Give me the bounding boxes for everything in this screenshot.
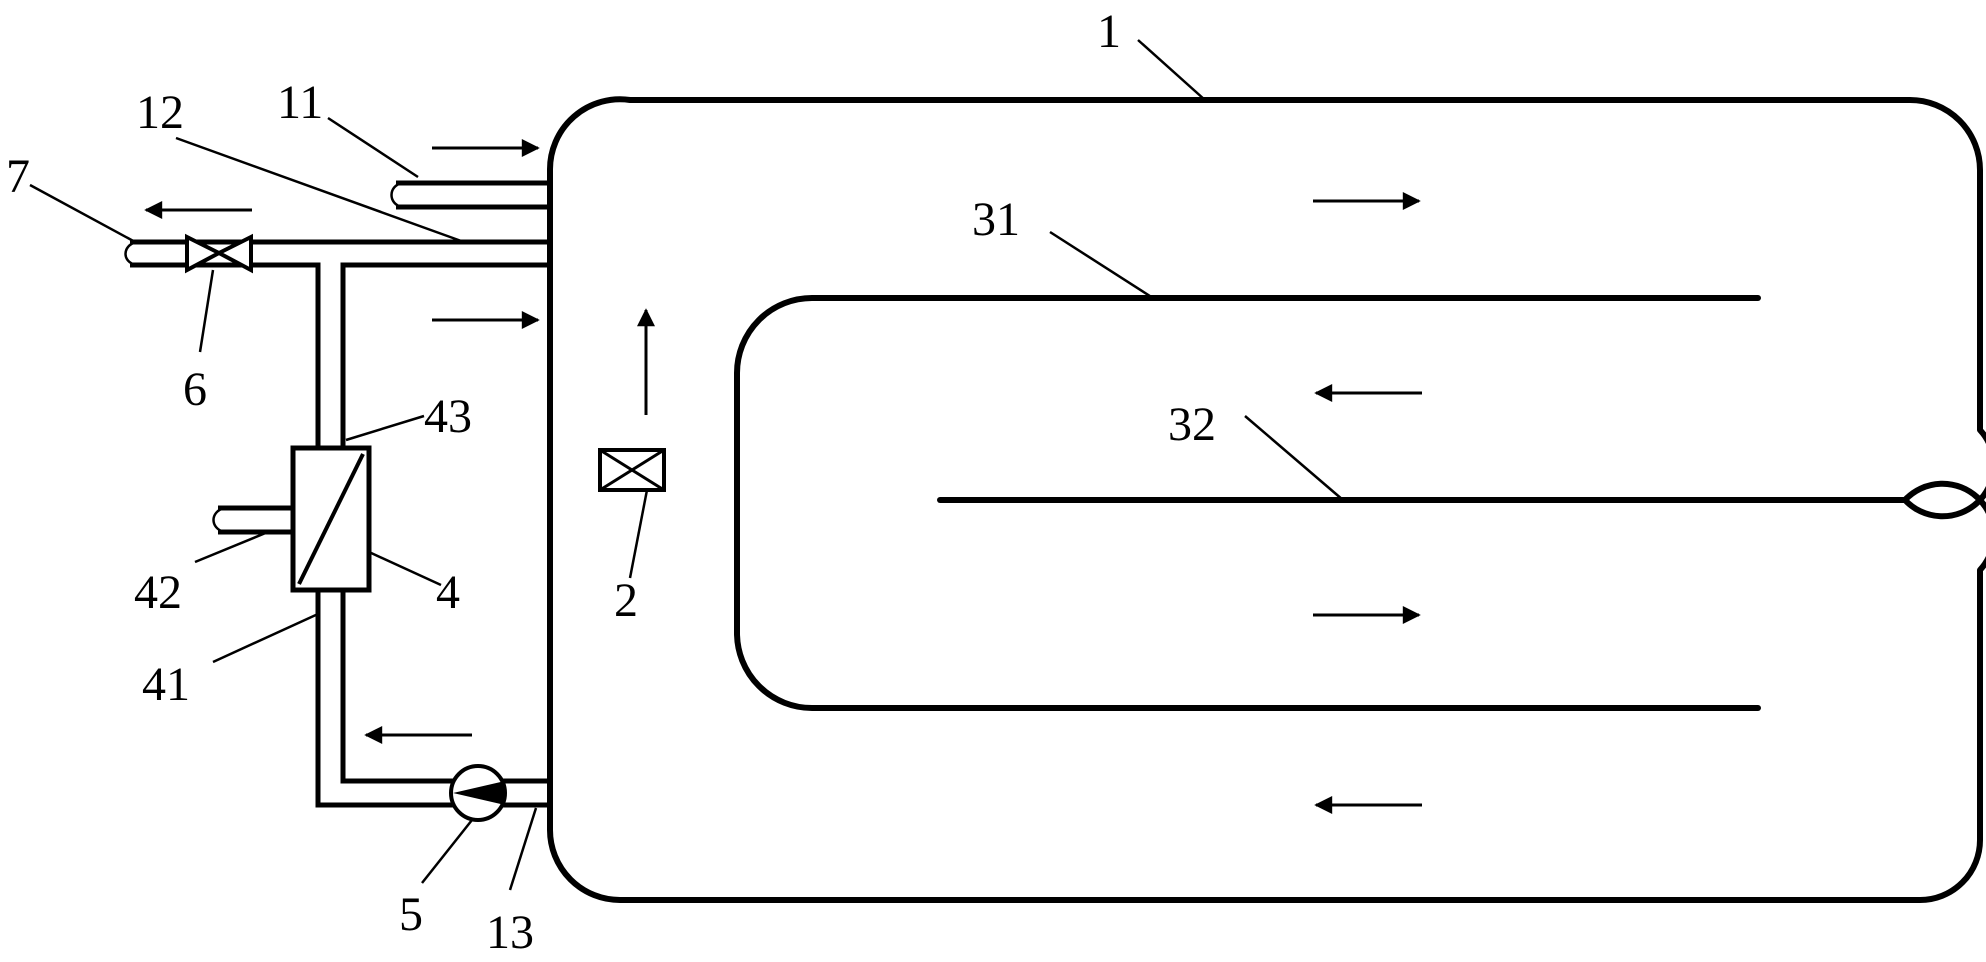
pipe-43 — [315, 440, 346, 448]
label-42: 42 — [134, 566, 182, 619]
tank-outline — [546, 96, 1986, 903]
pipe-42-end — [212, 506, 225, 534]
label-31: 31 — [972, 193, 1020, 246]
pipe-11 — [396, 180, 548, 210]
pump-5[interactable] — [449, 764, 507, 822]
valve-6[interactable] — [185, 233, 253, 274]
label-5: 5 — [399, 888, 423, 941]
pipe-11-end — [390, 181, 403, 209]
heat-exchanger-4 — [290, 445, 372, 593]
pipe-13 — [500, 778, 548, 808]
label-7: 7 — [6, 150, 30, 203]
pipe-7-end — [124, 240, 137, 267]
pipe-42 — [218, 505, 293, 535]
pipe-41 — [315, 590, 458, 808]
baffle-31 — [734, 295, 1761, 711]
label-43: 43 — [424, 390, 472, 443]
label-6: 6 — [183, 363, 207, 416]
label-4: 4 — [436, 566, 460, 619]
device-2 — [598, 448, 666, 492]
leader-lines — [29, 39, 1344, 891]
label-32: 32 — [1168, 398, 1216, 451]
label-1: 1 — [1097, 5, 1121, 58]
label-12: 12 — [136, 86, 184, 139]
label-13: 13 — [486, 906, 534, 959]
label-11: 11 — [277, 76, 323, 129]
label-41: 41 — [142, 658, 190, 711]
label-2: 2 — [614, 574, 638, 627]
flow-arrows — [144, 139, 1422, 814]
